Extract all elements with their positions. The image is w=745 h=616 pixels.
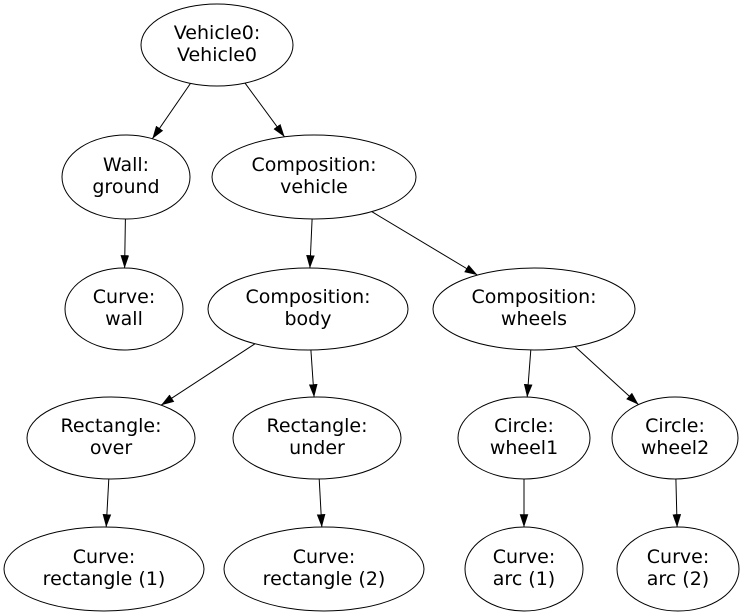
edge-comp-vehicle-to-comp-wheels [371, 211, 478, 276]
node-wall-ground-line1: Wall: [103, 154, 149, 176]
node-comp-vehicle: Composition: vehicle [211, 134, 417, 220]
node-curve-rect2-ellipse [223, 526, 425, 612]
node-circle-wheel1-ellipse [457, 396, 591, 480]
node-rect-over: Rectangle: over [26, 396, 196, 480]
node-curve-arc1-ellipse [464, 526, 584, 612]
node-curve-arc2-ellipse [616, 526, 740, 612]
node-vehicle0-line2: Vehicle0 [177, 44, 257, 66]
edge-rect-over-to-curve-rect1 [102, 478, 112, 528]
node-vehicle0-line1: Vehicle0: [174, 22, 260, 44]
edge-circle-wheel2-to-curve-arc2 [672, 478, 682, 528]
node-circle-wheel2-line2: wheel2 [641, 437, 709, 459]
node-curve-arc1: Curve: arc (1) [464, 526, 584, 612]
node-circle-wheel2: Circle: wheel2 [611, 396, 739, 480]
node-curve-rect1: Curve: rectangle (1) [3, 526, 205, 612]
node-curve-rect2-line1: Curve: [293, 546, 355, 568]
node-comp-body-line2: body [285, 308, 332, 330]
node-comp-body-line1: Composition: [245, 286, 370, 308]
node-comp-vehicle-line2: vehicle [280, 176, 348, 198]
node-comp-wheels-ellipse [432, 267, 636, 351]
node-curve-rect2: Curve: rectangle (2) [223, 526, 425, 612]
edge-vehicle0-to-comp-vehicle [244, 82, 285, 138]
edge-rect-under-to-curve-rect2 [316, 478, 326, 528]
node-circle-wheel2-ellipse [611, 396, 739, 480]
node-rect-over-line1: Rectangle: [60, 415, 161, 437]
node-vehicle0: Vehicle0: Vehicle0 [140, 3, 294, 87]
node-curve-arc1-line2: arc (1) [493, 568, 555, 590]
node-curve-rect1-line2: rectangle (1) [43, 568, 166, 590]
edge-wall-ground-to-curve-wall [120, 218, 130, 269]
edge-comp-wheels-to-circle-wheel1 [523, 349, 533, 398]
node-curve-arc1-line1: Curve: [493, 546, 555, 568]
edge-comp-body-to-rect-over [160, 343, 256, 406]
edge-comp-wheels-to-circle-wheel2 [574, 346, 639, 405]
node-wall-ground-ellipse [61, 134, 191, 220]
node-group: Vehicle0: Vehicle0 Wall: ground Composit… [3, 3, 740, 612]
node-curve-wall: Curve: wall [64, 267, 184, 351]
node-rect-under-ellipse [232, 396, 402, 480]
node-curve-arc2: Curve: arc (2) [616, 526, 740, 612]
node-comp-wheels: Composition: wheels [432, 267, 636, 351]
node-comp-body: Composition: body [207, 267, 409, 351]
node-rect-under-line1: Rectangle: [266, 415, 367, 437]
node-comp-wheels-line1: Composition: [471, 286, 596, 308]
node-curve-rect1-ellipse [3, 526, 205, 612]
node-comp-vehicle-line1: Composition: [251, 154, 376, 176]
node-curve-wall-line1: Curve: [93, 286, 155, 308]
node-circle-wheel2-line1: Circle: [645, 415, 705, 437]
node-rect-over-line2: over [90, 437, 133, 459]
edge-comp-vehicle-to-comp-body [306, 218, 315, 269]
node-curve-rect1-line1: Curve: [73, 546, 135, 568]
edge-vehicle0-to-wall-ground [151, 83, 191, 139]
node-curve-wall-ellipse [64, 267, 184, 351]
node-rect-under-line2: under [289, 437, 345, 459]
edge-group [102, 82, 682, 528]
node-circle-wheel1-line1: Circle: [494, 415, 554, 437]
node-curve-arc2-line1: Curve: [647, 546, 709, 568]
node-wall-ground-line2: ground [92, 176, 159, 198]
node-comp-body-ellipse [207, 267, 409, 351]
node-circle-wheel1: Circle: wheel1 [457, 396, 591, 480]
node-comp-vehicle-ellipse [211, 134, 417, 220]
node-rect-over-ellipse [26, 396, 196, 480]
node-vehicle0-ellipse [140, 3, 294, 87]
node-curve-arc2-line2: arc (2) [647, 568, 709, 590]
node-rect-under: Rectangle: under [232, 396, 402, 480]
node-comp-wheels-line2: wheels [501, 308, 567, 330]
node-curve-rect2-line2: rectangle (2) [263, 568, 386, 590]
node-wall-ground: Wall: ground [61, 134, 191, 220]
node-curve-wall-line2: wall [105, 308, 143, 330]
node-circle-wheel1-line2: wheel1 [490, 437, 558, 459]
edge-comp-body-to-rect-under [308, 349, 318, 398]
